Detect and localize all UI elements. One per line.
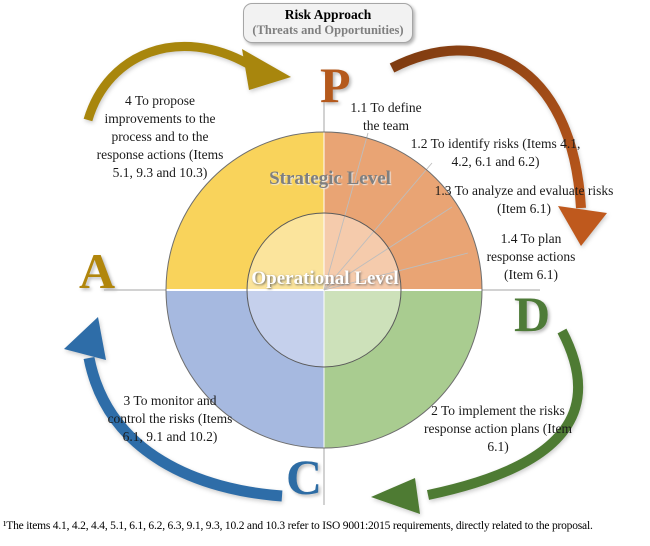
step2-note: 2 To implement the risks response action… <box>423 403 573 454</box>
pdca-wheel-inner <box>247 213 401 367</box>
letter-act: A <box>79 243 116 299</box>
letter-check: C <box>286 449 323 505</box>
step1-2-note: 1.2 To identify risks (Items 4.1, 4.2, 6… <box>410 136 581 169</box>
step1-1-note: 1.1 To define the team <box>350 100 422 133</box>
step1-3-note: 1.3 To analyze and evaluate risks (Item … <box>434 183 614 216</box>
check-quadrant-inner <box>247 290 324 367</box>
circle-outlines <box>165 131 483 449</box>
step4-note: 4 To propose improvements to the process… <box>96 93 224 180</box>
letter-do: D <box>514 286 551 342</box>
title-box: Risk Approach (Threats and Opportunities… <box>243 3 413 43</box>
step1-4-note: 1.4 To plan response actions (Item 6.1) <box>486 231 576 282</box>
do-arrow <box>371 328 584 514</box>
act-arrow <box>83 41 291 122</box>
plan-arrow <box>389 45 607 246</box>
title-line1: Risk Approach <box>284 7 372 22</box>
strategic-level-label: Strategic Level <box>269 168 391 189</box>
act-quadrant-inner <box>247 213 324 290</box>
callout-lines <box>323 132 469 291</box>
letter-plan: P <box>320 57 351 113</box>
do-quadrant-inner <box>324 290 401 367</box>
check-arrow <box>64 317 283 502</box>
footnote: ¹The items 4.1, 4.2, 4.4, 5.1, 6.1, 6.2,… <box>3 520 593 532</box>
plan-quadrant-inner <box>324 213 401 290</box>
operational-level-label: Operational Level <box>251 268 399 289</box>
step3-note: 3 To monitor and control the risks (Item… <box>107 393 233 444</box>
title-line2: (Threats and Opportunities) <box>252 23 404 37</box>
